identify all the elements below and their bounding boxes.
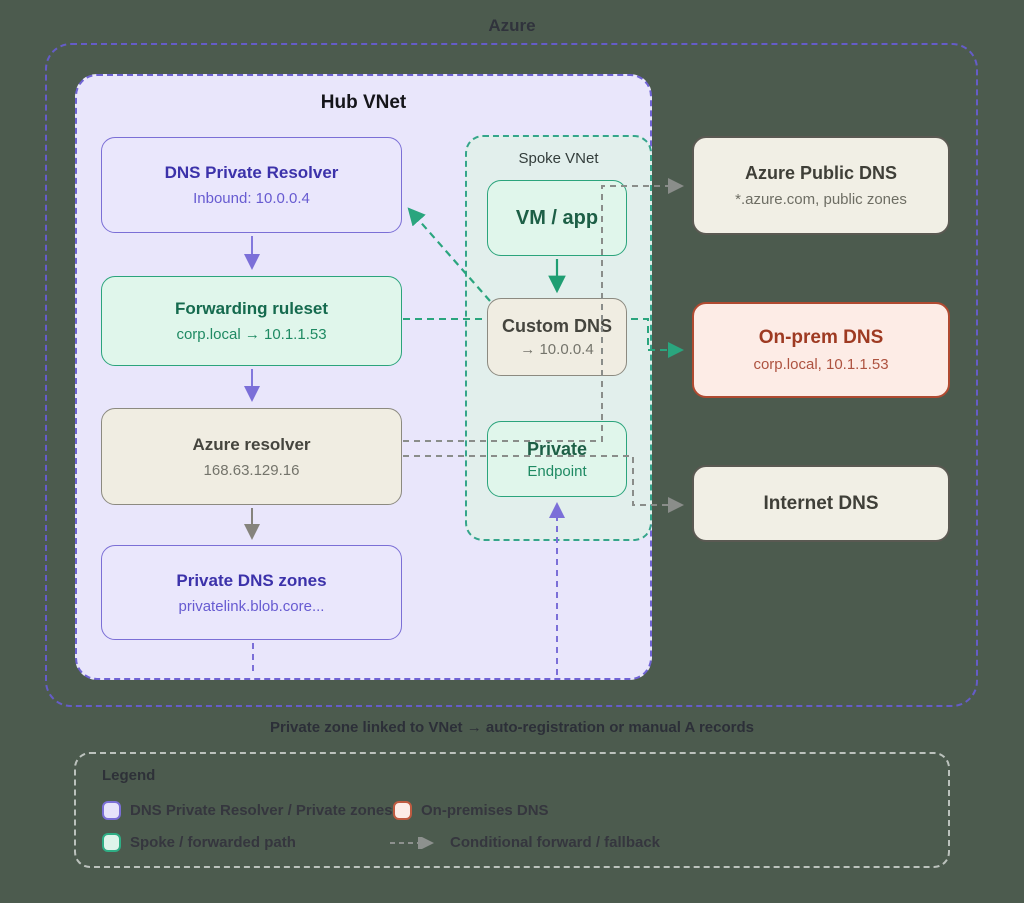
forwarding-ruleset-box: Forwarding ruleset corp.local → 10.1.1.5… <box>101 276 402 366</box>
onprem-dns-box: On-prem DNS corp.local, 10.1.1.53 <box>692 302 950 398</box>
legend-label-private-resolver: DNS Private Resolver / Private zones <box>130 802 393 819</box>
hub-vnet-title: Hub VNet <box>320 92 407 113</box>
azure-resolver-box: Azure resolver 168.63.129.16 <box>101 408 402 505</box>
azure-public-dns-subtitle: *.azure.com, public zones <box>735 191 907 208</box>
dns-private-resolver-box: DNS Private Resolver Inbound: 10.0.0.4 <box>101 137 402 233</box>
forwarding-ruleset-title: Forwarding ruleset <box>174 299 329 318</box>
legend-dashed-arrow-icon <box>390 837 434 849</box>
vm-app-box: VM / app <box>487 180 627 256</box>
azure-label: Azure <box>488 16 536 35</box>
vm-app-title: VM / app <box>515 206 599 229</box>
azure-boundary <box>45 43 978 707</box>
azure-resolver-subtitle: 168.63.129.16 <box>203 461 300 479</box>
azure-resolver-title: Azure resolver <box>192 434 311 454</box>
diagram-caption: Private zone linked to VNet → auto-regis… <box>270 719 754 736</box>
custom-dns-subtitle: → 10.0.0.4 <box>520 341 594 358</box>
internet-dns-box: Internet DNS <box>692 465 950 542</box>
dns-private-resolver-subtitle: Inbound: 10.0.0.4 <box>193 190 310 207</box>
forwarding-ruleset-subtitle: corp.local → 10.1.1.53 <box>176 326 327 343</box>
legend-swatch-onprem <box>393 801 412 820</box>
private-dns-zones-title: Private DNS zones <box>176 570 327 590</box>
legend-label-spoke-path: Spoke / forwarded path <box>130 834 296 851</box>
onprem-dns-title: On-prem DNS <box>758 327 884 348</box>
private-dns-zones-box: Private DNS zones privatelink.blob.core.… <box>101 545 402 640</box>
private-dns-zones-subtitle: privatelink.blob.core... <box>178 597 325 615</box>
onprem-dns-subtitle: corp.local, 10.1.1.53 <box>753 356 889 373</box>
spoke-vnet-title: Spoke VNet <box>518 150 599 167</box>
private-endpoint-box: Private Endpoint <box>487 421 627 497</box>
legend-label-conditional-forward: Conditional forward / fallback <box>450 834 661 851</box>
internet-dns-title: Internet DNS <box>763 492 879 514</box>
legend-swatch-purple <box>102 801 121 820</box>
custom-dns-title: Custom DNS <box>501 316 612 336</box>
azure-public-dns-box: Azure Public DNS *.azure.com, public zon… <box>692 136 950 235</box>
azure-public-dns-title: Azure Public DNS <box>744 163 898 183</box>
legend-box: Legend DNS Private Resolver / Private zo… <box>74 752 950 868</box>
private-endpoint-title: Private <box>526 438 588 459</box>
custom-dns-box: Custom DNS → 10.0.0.4 <box>487 298 627 376</box>
private-endpoint-subtitle: Endpoint <box>527 462 587 480</box>
legend-label-onprem-dns: On-premises DNS <box>421 802 549 819</box>
legend-title: Legend <box>102 767 156 784</box>
dns-private-resolver-title: DNS Private Resolver <box>164 163 339 182</box>
legend-swatch-spoke <box>102 833 121 852</box>
